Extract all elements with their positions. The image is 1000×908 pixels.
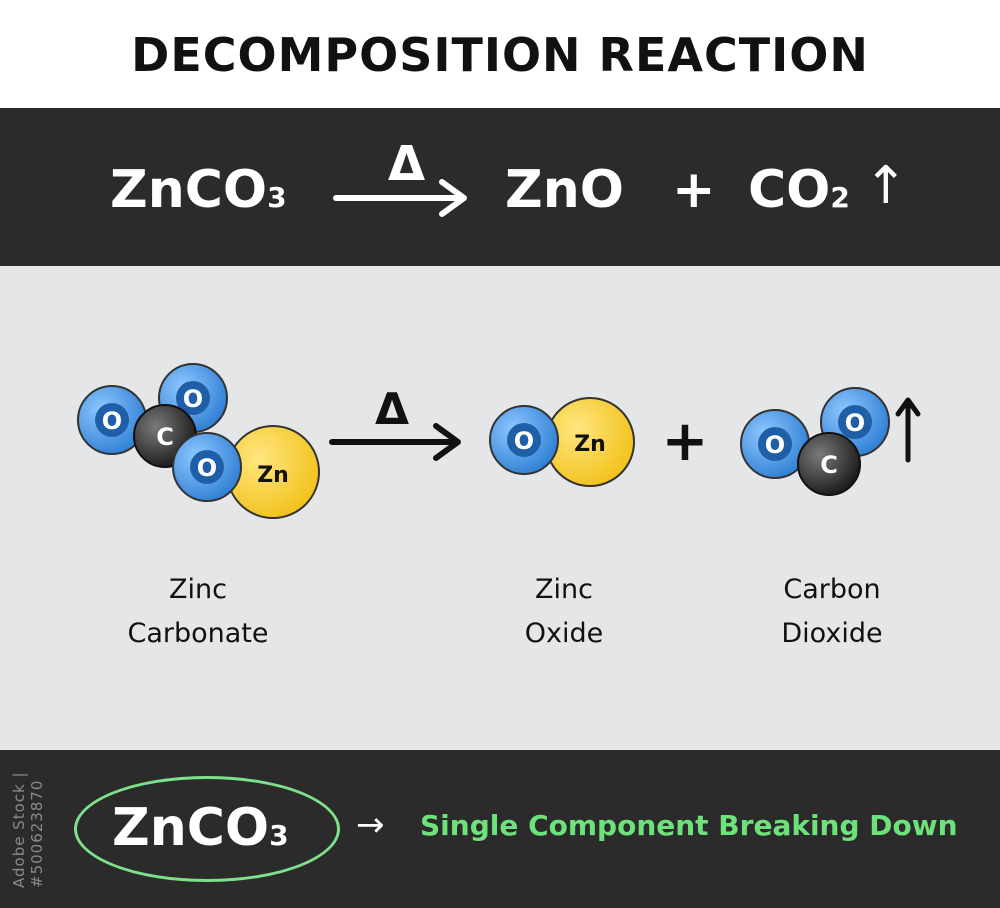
gas-up-arrow bbox=[895, 397, 921, 463]
equation-arrow-head bbox=[439, 179, 467, 217]
svg-text:O: O bbox=[845, 409, 865, 437]
zinc-oxide-molecule: Zn O bbox=[489, 397, 635, 487]
zinc-carbonate-o-atom-bottom: O bbox=[172, 432, 242, 502]
reactant-subscript: 3 bbox=[267, 181, 287, 214]
equation-reactant: ZnCO3 bbox=[110, 164, 287, 216]
page-title: DECOMPOSITION REACTION bbox=[131, 28, 869, 82]
reaction-arrow-group: Δ bbox=[329, 384, 461, 461]
equation-product2: CO2 bbox=[748, 164, 850, 216]
svg-text:O: O bbox=[197, 454, 217, 482]
carbon-dioxide-label-line1: Carbon bbox=[783, 574, 881, 605]
svg-text:O: O bbox=[514, 427, 534, 455]
zinc-oxide-label: Zinc Oxide bbox=[444, 568, 684, 656]
summary-formula-main: ZnCO bbox=[112, 798, 270, 858]
svg-text:O: O bbox=[765, 431, 785, 459]
zinc-oxide-o-atom: O bbox=[489, 405, 559, 475]
zinc-carbonate-molecule: Zn O O C O bbox=[77, 363, 320, 519]
svg-text:C: C bbox=[820, 451, 838, 479]
molecule-plus-sign: + bbox=[662, 409, 709, 474]
carbon-dioxide-label: Carbon Dioxide bbox=[712, 568, 952, 656]
reactant-formula: ZnCO bbox=[110, 160, 268, 220]
zinc-oxide-zn-atom: Zn bbox=[545, 397, 635, 487]
zinc-carbonate-label-line1: Zinc bbox=[169, 574, 227, 605]
equation-plus: + bbox=[672, 160, 716, 220]
title-band: DECOMPOSITION REACTION bbox=[0, 0, 1000, 108]
formula-oval bbox=[74, 776, 340, 882]
carbon-dioxide-c-atom: C bbox=[797, 432, 861, 496]
svg-text:C: C bbox=[156, 423, 174, 451]
zinc-carbonate-label-line2: Carbonate bbox=[127, 618, 269, 649]
heat-symbol: Δ bbox=[375, 384, 409, 435]
svg-text:Zn: Zn bbox=[257, 463, 289, 488]
zinc-oxide-label-line1: Zinc bbox=[535, 574, 593, 605]
molecule-band: Zn O O C O Δ bbox=[0, 266, 1000, 750]
summary-formula: ZnCO3 bbox=[112, 802, 289, 854]
summary-description: Single Component Breaking Down bbox=[420, 809, 958, 842]
zinc-oxide-label-line2: Oxide bbox=[524, 618, 604, 649]
carbon-dioxide-molecule: O O C bbox=[740, 387, 890, 496]
equation-gas-arrow: ↑ bbox=[864, 156, 908, 216]
equation-band: ZnCO3 Δ ZnO + CO2 ↑ bbox=[0, 108, 1000, 266]
equation-arrow-group: Δ bbox=[333, 136, 467, 217]
reaction-arrow-head bbox=[433, 423, 461, 461]
product2-subscript: 2 bbox=[830, 181, 850, 214]
zinc-carbonate-label: Zinc Carbonate bbox=[78, 568, 318, 656]
summary-band: ZnCO3 → Single Component Breaking Down bbox=[0, 750, 1000, 908]
carbon-dioxide-label-line2: Dioxide bbox=[781, 618, 883, 649]
equation-heat-symbol: Δ bbox=[388, 136, 425, 192]
carbon-dioxide-o-atom-left: O bbox=[740, 409, 810, 479]
molecule-diagram: Zn O O C O Δ bbox=[77, 363, 921, 519]
equation-product1: ZnO bbox=[505, 160, 624, 220]
watermark: Adobe Stock | #500623870 bbox=[10, 771, 46, 888]
product2-formula: CO bbox=[748, 160, 831, 220]
zinc-carbonate-zn-atom: Zn bbox=[226, 425, 320, 519]
svg-text:O: O bbox=[183, 385, 203, 413]
summary-formula-subscript: 3 bbox=[269, 819, 289, 852]
svg-text:O: O bbox=[102, 407, 122, 435]
svg-text:Zn: Zn bbox=[574, 432, 606, 457]
summary-arrow: → bbox=[356, 805, 385, 845]
